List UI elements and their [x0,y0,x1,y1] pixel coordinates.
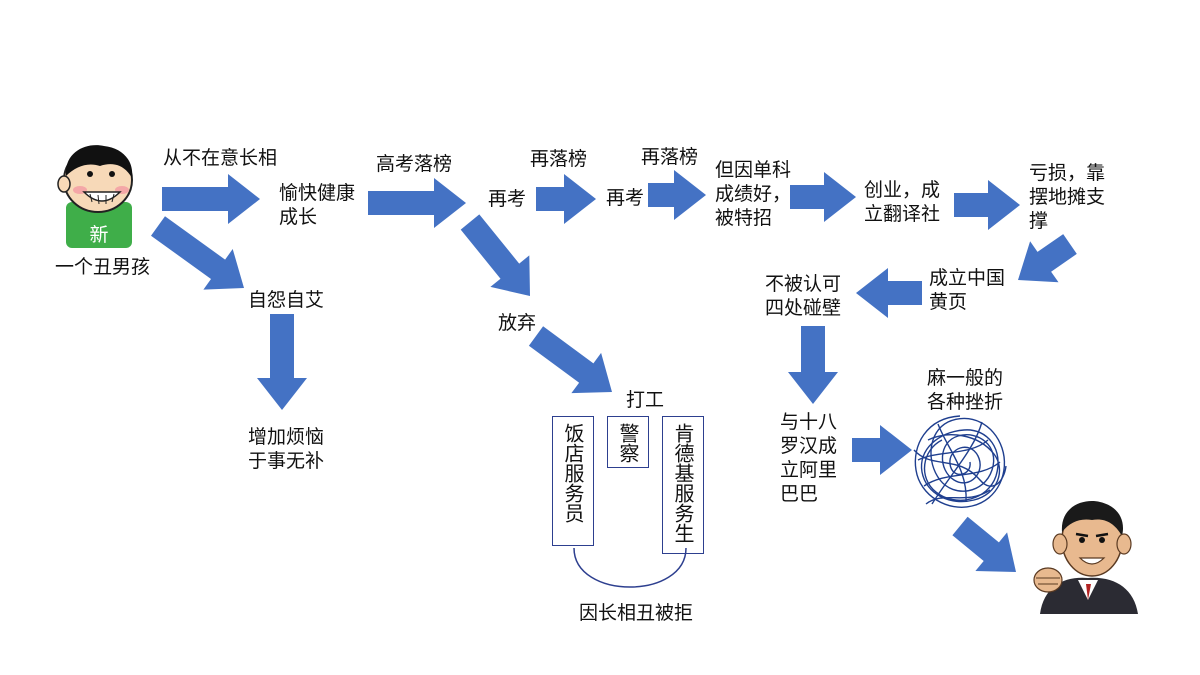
node-recruited-1: 但因单科 [715,159,792,181]
node-startup-1: 创业，成 [864,179,941,201]
node-happy-healthy-2: 成长 [279,206,318,228]
node-alibaba-1: 与十八 [780,411,838,433]
setbacks-scribble [913,415,1007,508]
node-unrecognized-1: 不被认可 [765,273,842,295]
node-setbacks-1: 麻一般的 [927,367,1004,389]
arrow-startup-to-loss [954,180,1020,230]
node-failed-again-1: 再落榜 [530,148,588,170]
node-recruited-2: 成绩好， [715,183,792,205]
boy-shirt-char: 新 [89,224,108,246]
caricature-hair [1061,501,1124,536]
arrow-unrecognized-to-alibaba [788,326,838,404]
job-kfc-box: 肯德基服务生 [662,416,704,554]
arrow-recruit-to-startup [790,172,856,222]
arrow-yellowpages-to-unrecognized [856,268,922,318]
boy-hair [65,145,133,178]
boy-eye [109,171,115,177]
node-failed-again-2: 再落榜 [641,146,699,168]
businessman-caricature [1033,501,1138,614]
arrow-happy-to-exam [368,178,466,228]
caricature-eye [1079,537,1085,543]
node-startup-2: 立翻译社 [864,203,941,225]
arrow-retake1-to-fail [536,174,596,224]
caricature-fist [1033,567,1063,593]
node-work: 打工 [626,389,665,411]
arrow-boy-to-happy [162,174,260,224]
node-recruited-3: 被特招 [715,207,773,229]
arrow-setbacks-to-success [952,516,1016,572]
node-loss-2: 摆地摊支 [1029,186,1106,208]
node-ugly-boy: 一个丑男孩 [55,256,151,278]
boy-avatar: 新 [57,145,133,248]
node-retake-1: 再考 [488,188,527,210]
node-alibaba-2: 罗汉成 [780,435,838,457]
caricature-eye [1099,537,1105,543]
node-loss-3: 撑 [1029,210,1049,232]
node-loss-1: 亏损，靠 [1029,162,1106,184]
node-happy-healthy-1: 愉快健康 [279,182,356,204]
arrow-retake2-to-fail [648,170,706,220]
node-more-trouble-1: 增加烦恼 [248,426,325,448]
node-retake-2: 再考 [606,187,645,209]
caricature-mouth [1078,557,1106,565]
node-alibaba-4: 巴巴 [780,483,819,505]
arrow-loss-to-yellowpages [1018,234,1077,283]
arrow-selfpity-to-trouble [257,314,307,410]
job-police-label: 警察 [616,423,640,463]
boy-shirt [66,202,132,248]
node-unrecognized-2: 四处碰壁 [765,297,842,319]
arrow-giveup-to-work [528,326,612,394]
boy-eye [87,171,93,177]
boy-ear [57,175,71,193]
job-restaurant-label: 饭店服务员 [561,423,585,523]
node-give-up: 放弃 [498,312,537,334]
node-yellow-pages-2: 黄页 [929,291,968,313]
node-self-pity: 自怨自艾 [248,289,325,311]
arrow-exam-to-giveup [460,214,530,296]
rejection-arc [573,547,687,588]
boy-mouth [82,191,122,202]
node-never-care-looks: 从不在意长相 [163,147,278,169]
arrow-alibaba-to-setbacks [852,425,912,475]
job-kfc-label: 肯德基服务生 [671,423,695,543]
arrow-boy-to-selfpity [151,216,244,290]
node-yellow-pages-1: 成立中国 [929,267,1006,289]
node-setbacks-2: 各种挫折 [927,391,1004,413]
job-restaurant-box: 饭店服务员 [552,416,594,546]
node-more-trouble-2: 于事无补 [248,450,325,472]
node-rejected: 因长相丑被拒 [579,602,694,624]
job-police-box: 警察 [607,416,649,468]
node-alibaba-3: 立阿里 [780,459,838,481]
node-failed-exam: 高考落榜 [376,153,453,175]
